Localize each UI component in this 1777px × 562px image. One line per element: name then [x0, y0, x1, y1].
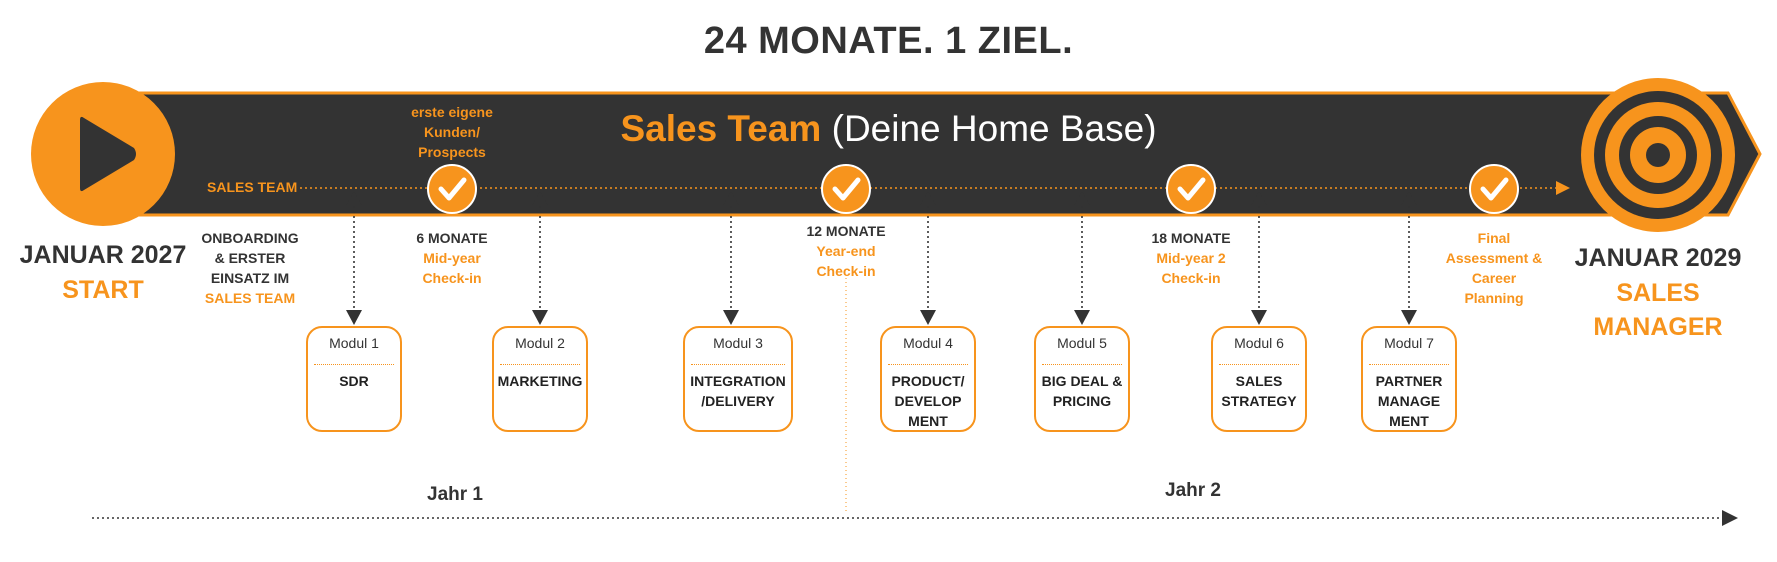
milestone-line: Mid-year: [423, 250, 481, 266]
milestone-line: Check-in: [422, 270, 482, 286]
module-connectors: [353, 206, 1410, 316]
milestone-line: Planning: [1464, 290, 1524, 306]
track-arrowhead: [1556, 181, 1570, 195]
milestone-6-monate: 6 MONATE Mid-year Check-in: [392, 228, 512, 288]
start-date: JANUAR 2027: [19, 241, 187, 269]
module-name: INTEGRATION /DELIVERY: [690, 373, 786, 409]
module-name: SDR: [339, 373, 369, 389]
module-head: Modul 1: [314, 328, 394, 365]
page-title: 24 MONATE. 1 ZIEL.: [703, 20, 1074, 62]
milestone-line: Check-in: [816, 263, 876, 279]
module-card: Modul 6 SALES STRATEGY: [1211, 326, 1307, 432]
check-icon: [1166, 164, 1216, 214]
module-head: Modul 2: [500, 328, 580, 365]
milestone-heading: 6 MONATE: [416, 230, 488, 246]
banner-rest: (Deine Home Base): [821, 108, 1157, 149]
milestone-line: erste eigene: [411, 104, 493, 120]
module-head: Modul 5: [1042, 328, 1122, 365]
check-icon: [821, 164, 871, 214]
goal-date: JANUAR 2029: [1574, 244, 1742, 272]
module-card: Modul 7 PARTNER MANAGE MENT: [1361, 326, 1457, 432]
onboarding-line: EINSATZ IM: [210, 270, 290, 286]
milestone-line: Check-in: [1161, 270, 1221, 286]
milestone-line: Prospects: [418, 144, 486, 160]
start-label: START: [62, 276, 144, 304]
milestone-heading: 18 MONATE: [1151, 230, 1231, 246]
module-name: SALES STRATEGY: [1221, 373, 1297, 409]
module-card: Modul 5 BIG DEAL & PRICING: [1034, 326, 1130, 432]
module-card: Modul 3 INTEGRATION /DELIVERY: [683, 326, 793, 432]
milestone-line: Mid-year 2: [1156, 250, 1226, 266]
module-name: PARTNER MANAGE MENT: [1375, 373, 1443, 429]
onboarding-highlight: SALES TEAM: [204, 290, 296, 306]
module-head: Modul 4: [888, 328, 968, 365]
module-name: MARKETING: [497, 373, 583, 389]
goal-label: SALES MANAGER: [1593, 279, 1723, 341]
year-1-label: Jahr 1: [427, 484, 483, 505]
module-card: Modul 2 MARKETING: [492, 326, 588, 432]
milestone-line: Year-end: [816, 243, 876, 259]
milestone-12-monate: 12 MONATE Year-end Check-in: [786, 221, 906, 281]
module-head: Modul 7: [1369, 328, 1449, 365]
banner-title: Sales Team (Deine Home Base): [0, 108, 1777, 150]
milestone-line: Kunden/: [424, 124, 480, 140]
banner-highlight: Sales Team: [620, 108, 822, 149]
track-label: SALES TEAM: [207, 179, 298, 195]
module-name: BIG DEAL & PRICING: [1041, 373, 1123, 409]
module-head: Modul 6: [1219, 328, 1299, 365]
module-card: Modul 1 SDR: [306, 326, 402, 432]
year-2-label: Jahr 2: [1165, 480, 1221, 501]
onboarding-line: & ERSTER: [214, 250, 286, 266]
milestone-customers: erste eigene Kunden/ Prospects: [392, 102, 512, 162]
bottom-timeline-arrowhead: [1722, 510, 1738, 526]
target-icon: [1581, 78, 1735, 232]
milestone-final: Final Assessment & Career Planning: [1434, 228, 1554, 308]
milestone-line: Assessment &: [1445, 250, 1543, 266]
check-icon: [1469, 164, 1519, 214]
milestone-line: Career: [1471, 270, 1517, 286]
module-card: Modul 4 PRODUCT/ DEVELOP MENT: [880, 326, 976, 432]
check-icon: [427, 164, 477, 214]
onboarding-text: ONBOARDING & ERSTER EINSATZ IM SALES TEA…: [180, 228, 320, 308]
connector-arrowheads: [346, 191, 1417, 325]
milestone-heading: 12 MONATE: [806, 223, 886, 239]
play-icon: [31, 82, 175, 226]
module-head: Modul 3: [691, 328, 785, 365]
module-name: PRODUCT/ DEVELOP MENT: [891, 373, 965, 429]
milestone-line: Final: [1477, 230, 1511, 246]
milestone-18-monate: 18 MONATE Mid-year 2 Check-in: [1131, 228, 1251, 288]
onboarding-line: ONBOARDING: [201, 230, 299, 246]
